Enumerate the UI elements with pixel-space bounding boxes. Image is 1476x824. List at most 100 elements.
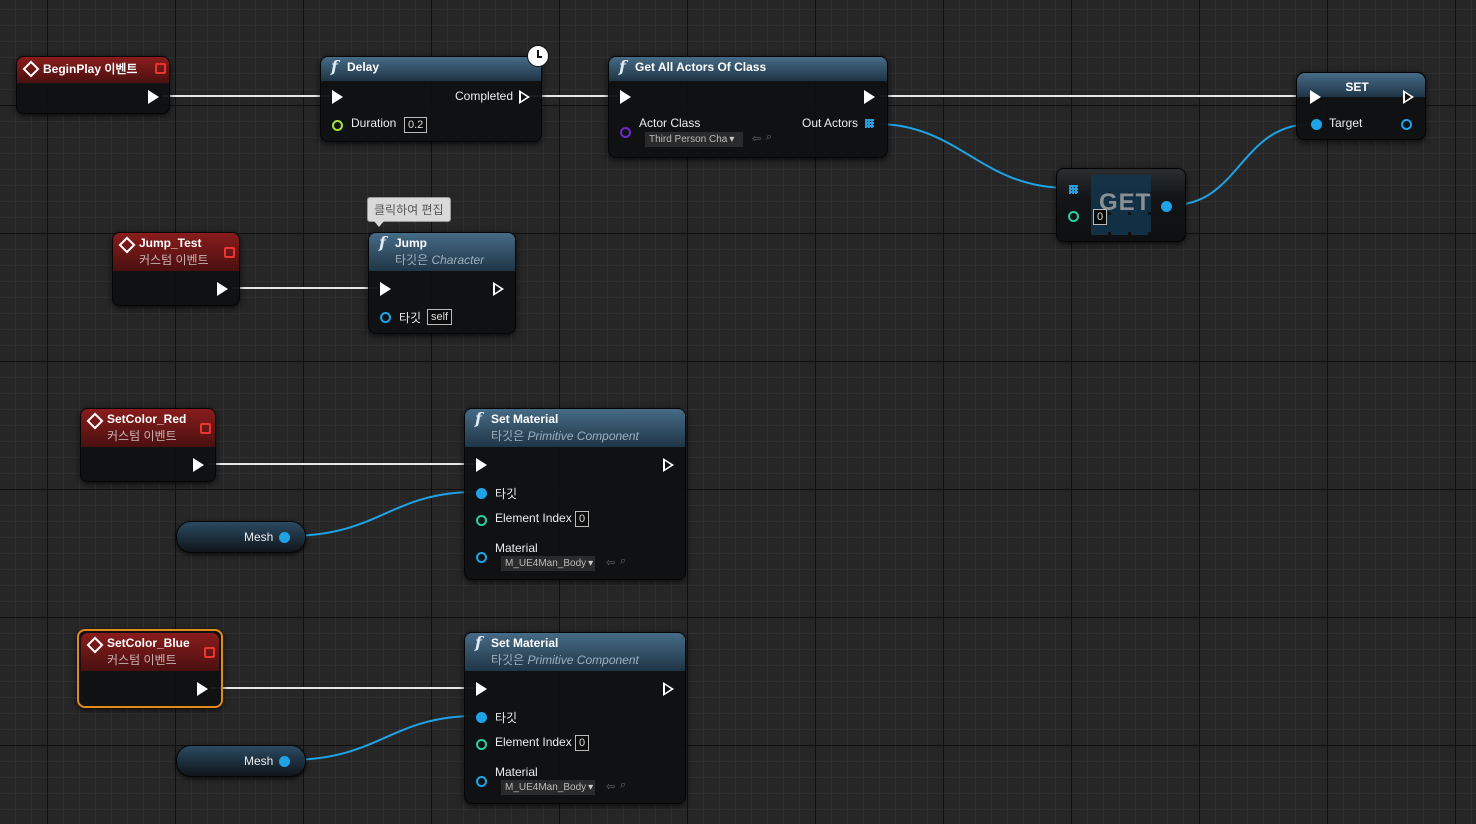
data-wire-mesh1-target (287, 491, 477, 537)
material-label: Material (495, 765, 538, 779)
subtitle-target: Character (431, 253, 485, 267)
exec-in-pin[interactable] (476, 458, 487, 472)
array-get-node[interactable]: GET 0 (1056, 168, 1186, 242)
mesh-out-pin[interactable] (279, 756, 290, 767)
subtitle-target: Primitive Component (527, 429, 639, 443)
exec-in-pin[interactable] (1310, 90, 1321, 104)
exec-in-pin[interactable] (380, 282, 391, 296)
subtitle-prefix: 타깃은 (491, 653, 528, 667)
event-diamond-icon (86, 636, 104, 654)
index-int-pin[interactable] (1068, 211, 1079, 222)
browse-search-icon[interactable]: ⌕ (766, 131, 773, 143)
material-dropdown[interactable]: M_UE4Man_Body (501, 556, 595, 571)
exec-out-pin[interactable] (197, 682, 208, 696)
material-pin[interactable] (476, 776, 487, 787)
exec-in-pin[interactable] (332, 90, 343, 104)
target-pin[interactable] (476, 712, 487, 723)
jump-test-event-node[interactable]: Jump_Test 커스텀 이벤트 (112, 232, 240, 306)
set-variable-node[interactable]: SET Target (1296, 72, 1426, 140)
exec-out-pin[interactable] (193, 458, 204, 472)
delegate-pin-icon[interactable] (155, 63, 166, 74)
node-subtitle: 커스텀 이벤트 (139, 253, 209, 267)
node-title: Set Material (491, 636, 559, 650)
target-self-value[interactable]: self (427, 309, 453, 325)
delegate-pin-icon[interactable] (200, 423, 211, 434)
target-out-pin[interactable] (1401, 119, 1412, 130)
mesh-out-pin[interactable] (279, 532, 290, 543)
element-index-pin[interactable] (476, 739, 487, 750)
node-header: f Set Material 타깃은 Primitive Component (465, 633, 685, 671)
target-in-pin[interactable] (1311, 119, 1322, 130)
completed-label: Completed (455, 89, 514, 103)
exec-out-pin[interactable] (663, 458, 674, 472)
completed-exec-pin[interactable] (519, 90, 530, 104)
setcolor-blue-event-node[interactable]: SetColor_Blue 커스텀 이벤트 (77, 629, 223, 708)
exec-in-pin[interactable] (476, 682, 487, 696)
delegate-pin-icon[interactable] (204, 647, 215, 658)
material-dropdown[interactable]: M_UE4Man_Body (501, 780, 595, 795)
node-subtitle: 타깃은 Primitive Component (491, 427, 677, 444)
node-title: Get All Actors Of Class (635, 60, 767, 74)
mesh-label: Mesh (244, 754, 274, 768)
item-out-pin[interactable] (1161, 201, 1172, 212)
node-header: Jump_Test 커스텀 이벤트 (113, 233, 239, 271)
index-input[interactable]: 0 (1093, 209, 1108, 225)
actor-class-pin[interactable] (620, 127, 631, 138)
delegate-pin-icon[interactable] (224, 247, 235, 258)
element-index-input[interactable]: 0 (575, 511, 590, 527)
function-icon: f (475, 633, 482, 652)
clock-icon (527, 45, 549, 67)
target-pin[interactable] (476, 488, 487, 499)
node-subtitle: 타깃은 Character (395, 251, 507, 268)
exec-out-pin[interactable] (493, 282, 504, 296)
get-all-actors-node[interactable]: f Get All Actors Of Class Actor Class Th… (608, 56, 888, 158)
set-material-node-2[interactable]: f Set Material 타깃은 Primitive Component 타… (464, 632, 686, 804)
duration-input[interactable]: 0.2 (404, 117, 428, 133)
data-wire-get-target (1171, 123, 1313, 206)
node-title: Set Material (491, 412, 559, 426)
use-selected-arrow-icon[interactable]: ⇦ (752, 133, 762, 145)
node-header: f Set Material 타깃은 Primitive Component (465, 409, 685, 447)
browse-search-icon[interactable]: ⌕ (620, 555, 627, 567)
array-in-pin[interactable] (1069, 185, 1078, 194)
tooltip-text: 클릭하여 편집 (374, 203, 444, 217)
exec-out-pin[interactable] (1403, 90, 1414, 104)
beginplay-event-node[interactable]: BeginPlay 이벤트 (16, 56, 170, 114)
material-pin[interactable] (476, 552, 487, 563)
element-index-input[interactable]: 0 (575, 735, 590, 751)
use-selected-arrow-icon[interactable]: ⇦ (606, 557, 616, 569)
data-wire-outactors-get (875, 123, 1069, 189)
mesh-variable-node-1[interactable]: Mesh (176, 521, 306, 553)
duration-float-pin[interactable] (332, 120, 343, 131)
actor-class-dropdown[interactable]: Third Person Cha (645, 132, 743, 147)
mesh-variable-node-2[interactable]: Mesh (176, 745, 306, 777)
node-title: SetColor_Blue (107, 636, 190, 650)
jump-node[interactable]: f Jump 타깃은 Character 타깃 self (368, 232, 516, 334)
node-title: SetColor_Red (107, 412, 187, 426)
exec-out-pin[interactable] (148, 90, 159, 104)
subtitle-target: Primitive Component (527, 653, 639, 667)
subtitle-prefix: 타깃은 (395, 253, 432, 267)
target-pin[interactable] (380, 312, 391, 323)
out-actors-array-pin[interactable] (865, 119, 874, 128)
browse-search-icon[interactable]: ⌕ (620, 779, 627, 791)
node-title: Delay (347, 60, 380, 74)
subtitle-prefix: 타깃은 (491, 429, 528, 443)
node-subtitle: 타깃은 Primitive Component (491, 651, 677, 668)
target-label: Target (1329, 116, 1363, 130)
set-material-node-1[interactable]: f Set Material 타깃은 Primitive Component 타… (464, 408, 686, 580)
element-index-label: Element Index (495, 735, 572, 749)
setcolor-red-event-node[interactable]: SetColor_Red 커스텀 이벤트 (80, 408, 216, 482)
exec-out-pin[interactable] (864, 90, 875, 104)
exec-out-pin[interactable] (663, 682, 674, 696)
data-wire-mesh2-target (287, 715, 477, 761)
element-index-pin[interactable] (476, 515, 487, 526)
exec-in-pin[interactable] (620, 90, 631, 104)
exec-out-pin[interactable] (217, 282, 228, 296)
event-diamond-icon (22, 60, 40, 78)
node-header: SetColor_Blue 커스텀 이벤트 (81, 633, 219, 671)
delay-node[interactable]: f Delay Completed Duration 0.2 (320, 45, 549, 142)
node-header: BeginPlay 이벤트 (17, 57, 169, 83)
use-selected-arrow-icon[interactable]: ⇦ (606, 781, 616, 793)
